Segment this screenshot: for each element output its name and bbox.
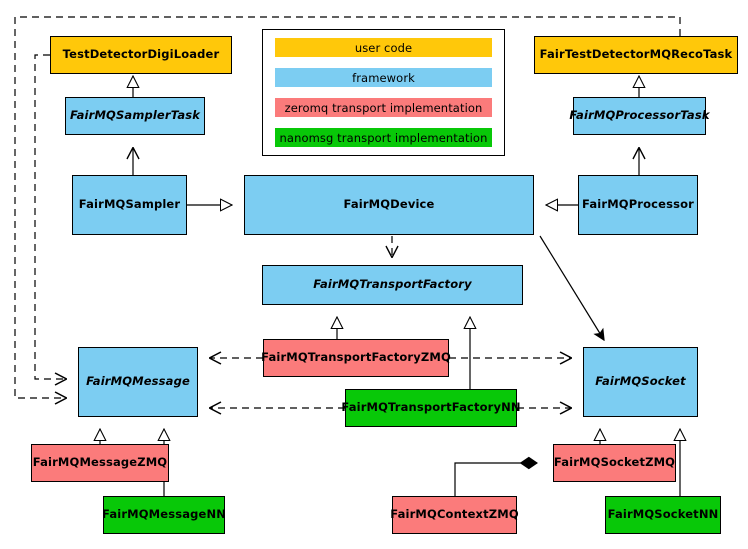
node-fair-mq-message-zmq[interactable]: FairMQMessageZMQ bbox=[31, 444, 169, 482]
legend-item-zeromq: zeromq transport implementation bbox=[275, 98, 492, 117]
legend-item-nanomsg: nanomsg transport implementation bbox=[275, 128, 492, 147]
node-fair-mq-socket-zmq[interactable]: FairMQSocketZMQ bbox=[553, 444, 676, 482]
node-fair-mq-sampler[interactable]: FairMQSampler bbox=[72, 175, 187, 235]
node-fair-mq-sampler-task[interactable]: FairMQSamplerTask bbox=[65, 97, 205, 135]
node-fair-mq-socket-nn[interactable]: FairMQSocketNN bbox=[605, 496, 721, 534]
node-test-detector-digi-loader[interactable]: TestDetectorDigiLoader bbox=[50, 36, 232, 74]
node-fair-mq-device[interactable]: FairMQDevice bbox=[244, 175, 534, 235]
legend-label-framework: framework bbox=[352, 70, 415, 85]
edge-contextzmq-to-socketzmq bbox=[454, 463, 537, 496]
node-fair-mq-context-zmq[interactable]: FairMQContextZMQ bbox=[390, 496, 519, 534]
legend-panel: user code framework zeromq transport imp… bbox=[262, 29, 505, 156]
node-fair-test-detector-mq-reco-task[interactable]: FairTestDetectorMQRecoTask bbox=[534, 36, 738, 74]
node-fair-mq-transport-factory[interactable]: FairMQTransportFactory bbox=[262, 265, 523, 305]
legend-item-user-code: user code bbox=[275, 38, 492, 57]
node-fair-mq-processor-task[interactable]: FairMQProcessorTask bbox=[569, 97, 709, 135]
node-fair-mq-message-nn[interactable]: FairMQMessageNN bbox=[102, 496, 226, 534]
edge-device-to-socket bbox=[539, 235, 604, 340]
node-fair-mq-message[interactable]: FairMQMessage bbox=[78, 347, 198, 417]
legend-label-zeromq: zeromq transport implementation bbox=[284, 100, 483, 115]
legend-label-nanomsg: nanomsg transport implementation bbox=[279, 130, 488, 145]
node-fair-mq-transport-factory-nn[interactable]: FairMQTransportFactoryNN bbox=[341, 389, 521, 427]
edge-digiloader-to-message bbox=[34, 54, 66, 379]
legend-item-framework: framework bbox=[275, 68, 492, 87]
node-fair-mq-processor[interactable]: FairMQProcessor bbox=[578, 175, 698, 235]
node-fair-mq-socket[interactable]: FairMQSocket bbox=[583, 347, 698, 417]
node-fair-mq-transport-factory-zmq[interactable]: FairMQTransportFactoryZMQ bbox=[261, 339, 451, 377]
legend-label-user-code: user code bbox=[354, 40, 413, 55]
